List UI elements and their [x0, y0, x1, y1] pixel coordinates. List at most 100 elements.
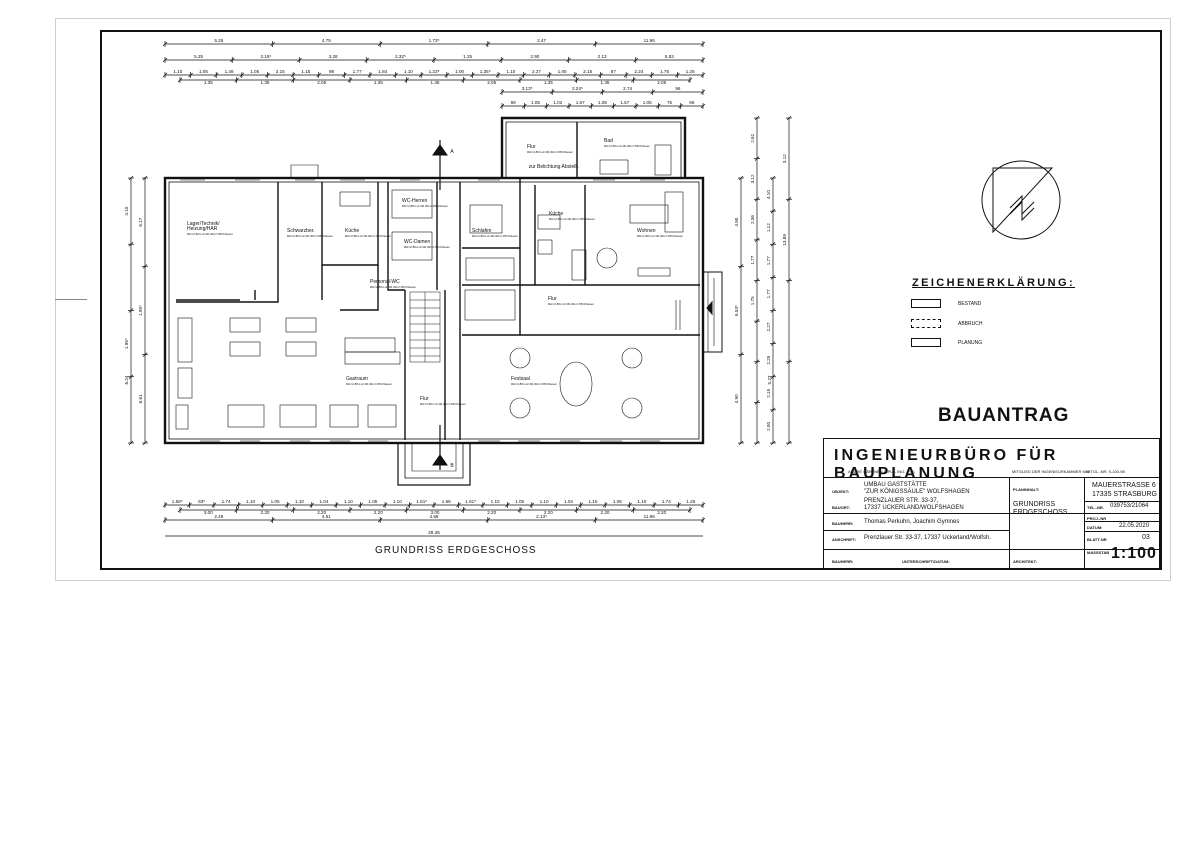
- annex-dim-row-2-label: 76: [667, 100, 673, 105]
- planinhalt-line-1: GRUNDRISS: [1013, 501, 1056, 508]
- bottom-dim-row-1b-tick: [631, 507, 636, 513]
- left-dim-inner-tick: [128, 374, 134, 379]
- room-detail: RH=2,80m A=30,30m² FB=Fliesen: [604, 144, 650, 148]
- right-dim-1-tick: [754, 318, 760, 324]
- top-dim-row-1-label: 5.25: [214, 38, 223, 43]
- top-dim-row-3b-label: 1.35: [601, 80, 610, 85]
- room-name: Flur: [548, 296, 557, 302]
- room-name: Küche: [345, 228, 359, 234]
- bottom-dim-row-1b-label: 2.20: [487, 510, 496, 515]
- bottom-dim-row-1-tick: [285, 502, 290, 508]
- top-dim-row-3-label: 1.05: [558, 69, 567, 74]
- room-detail: RH=2,80m A=30,30m² FB=Fliesen: [527, 150, 573, 154]
- right-dim-2-label: 2.27: [766, 322, 771, 331]
- left-dim-inner-tick: [128, 175, 134, 181]
- top-dim-row-3-label: 1.26: [686, 69, 695, 74]
- top-dim-row-3-label: 1.84: [378, 69, 387, 74]
- room-detail: RH=2,80m A=30,30m² FB=Fliesen: [187, 232, 233, 236]
- top-dim-row-3-label: 1.35⁵: [480, 69, 491, 74]
- top-dim-row-1-tick: [270, 41, 275, 47]
- right-dim-3-tick: [786, 359, 792, 364]
- bottom-dim-row-2-label: 2.48: [214, 514, 223, 519]
- annex-dim-row-2-label: 1.05: [531, 100, 540, 105]
- fold-mark: [55, 299, 87, 300]
- bottom-dim-row-1-tick: [187, 502, 192, 508]
- bottom-dim-row-1-label: 1.10: [491, 499, 500, 504]
- right-dim-3-tick: [786, 197, 792, 202]
- bauherr-signature-label: BAUHERR:: [832, 559, 854, 564]
- architekt-label: ARCHITEKT:: [1013, 559, 1037, 564]
- room-name: WC-Herren: [402, 198, 427, 204]
- architect-name: ANDRÉ GÄRTNER DIPL. - ING. (FH): [848, 469, 915, 474]
- legend-swatch-solid: [911, 299, 941, 308]
- tb-divider: [824, 477, 1159, 478]
- top-dim-row-1-label: 2.47: [537, 38, 546, 43]
- top-dim-row-2-tick: [162, 57, 168, 63]
- bottom-dim-row-1b-label: 3.00: [204, 510, 213, 515]
- top-dim-row-3-label: 2.15: [583, 69, 592, 74]
- top-dim-row-1-label: 11.96: [644, 38, 656, 43]
- bauherr-names: Thomas Perkuhn, Joachim Gymnes: [864, 519, 960, 525]
- top-dim-row-3b-label: 1.35: [204, 80, 213, 85]
- sheet-border-top: [55, 18, 1171, 19]
- top-dim-row-3-label: 1.05: [199, 69, 208, 74]
- annex-dim-row-2-label: 96: [689, 100, 695, 105]
- top-dim-row-3-label: 2.15: [276, 69, 285, 74]
- top-dim-row-2-tick: [297, 57, 302, 63]
- bottom-dim-row-1b-tick: [517, 507, 523, 513]
- bottom-dim-row-1-tick: [162, 502, 168, 508]
- right-dim-4-tick: [738, 175, 744, 181]
- bauherr-label: BAUHERR:: [832, 521, 854, 526]
- interior-walls: [176, 122, 700, 440]
- bottom-dim-row-1-label: 1.10: [246, 499, 255, 504]
- room-detail: RH=2,80m A=30,30m² FB=Fliesen: [345, 234, 391, 238]
- left-dim-inner-tick: [128, 308, 134, 313]
- bottom-dim-row-1-tick: [554, 502, 559, 508]
- bottom-dim-row-1-label: 1.25: [686, 499, 695, 504]
- right-dim-2-label: 2.00: [766, 422, 771, 431]
- left-dim-inner-label: 4.10: [124, 206, 129, 215]
- top-dim-row-3b-label: 1.35: [261, 80, 270, 85]
- bottom-dim-row-2-tick: [593, 517, 598, 523]
- bottom-dim-row-1b-label: 2.20: [261, 510, 270, 515]
- top-dim-row-3-label: 1.15: [301, 69, 310, 74]
- unterschrift-label: UNTERSCHRIFT/DATUM:: [902, 559, 950, 564]
- bottom-dim-row-1-tick: [358, 502, 363, 508]
- right-dim-2-label: 1.77: [766, 256, 771, 265]
- annex-dim-row-1-label: 2.74: [623, 86, 632, 91]
- drawing-frame: [100, 30, 1162, 570]
- top-dim-row-3-tick: [393, 72, 398, 78]
- legend-swatch-planung: [911, 338, 941, 347]
- room-detail: RH=2,80m A=30,30m² FB=Fliesen: [420, 402, 466, 406]
- right-dim-label: 5.27: [767, 375, 772, 384]
- top-dim-row-3-tick: [213, 72, 219, 78]
- top-dim-row-3b-tick: [517, 77, 523, 83]
- left-dim-inner-tick: [128, 242, 134, 247]
- annex-dim-row-2-tick: [633, 103, 639, 109]
- top-dim-row-3-tick: [547, 72, 552, 78]
- top-dim-row-3-label: 1.22⁵: [429, 69, 440, 74]
- top-dim-row-3-tick: [162, 72, 168, 78]
- annex-dim-row-1-tick: [700, 89, 706, 95]
- room-name: Personal-WC: [370, 279, 400, 285]
- top-dim-row-3-tick: [188, 72, 193, 78]
- bottom-dim-row-1-label: 1.05: [368, 499, 377, 504]
- bottom-dim-row-1b-label: 3.00: [431, 510, 440, 515]
- top-dim-row-3-tick: [290, 72, 296, 78]
- top-dim-row-1-tick: [593, 41, 598, 47]
- right-dim-1-label: 3.12: [750, 174, 755, 183]
- bottom-dim-row-2-label: 11.96: [644, 514, 656, 519]
- tb-divider: [1084, 521, 1159, 522]
- bottom-dim-row-1b-tick: [347, 507, 353, 513]
- overall-dim-label: 28.35: [428, 530, 440, 535]
- right-dim-4-label: 4.90: [734, 394, 739, 403]
- bottom-dim-row-2-label: 2.13⁵: [536, 514, 547, 519]
- top-dim-row-1-label: 4.75: [322, 38, 331, 43]
- top-dim-row-3b-tick: [234, 77, 239, 83]
- bottom-dim-row-2-tick: [700, 517, 706, 523]
- right-dim-1-tick: [754, 237, 760, 243]
- blatt-label: BLATT-NR: [1087, 537, 1107, 542]
- top-dim-row-3-tick: [316, 72, 321, 78]
- bottom-dim-row-1-tick: [602, 502, 608, 508]
- right-dim-2-tick: [770, 374, 776, 379]
